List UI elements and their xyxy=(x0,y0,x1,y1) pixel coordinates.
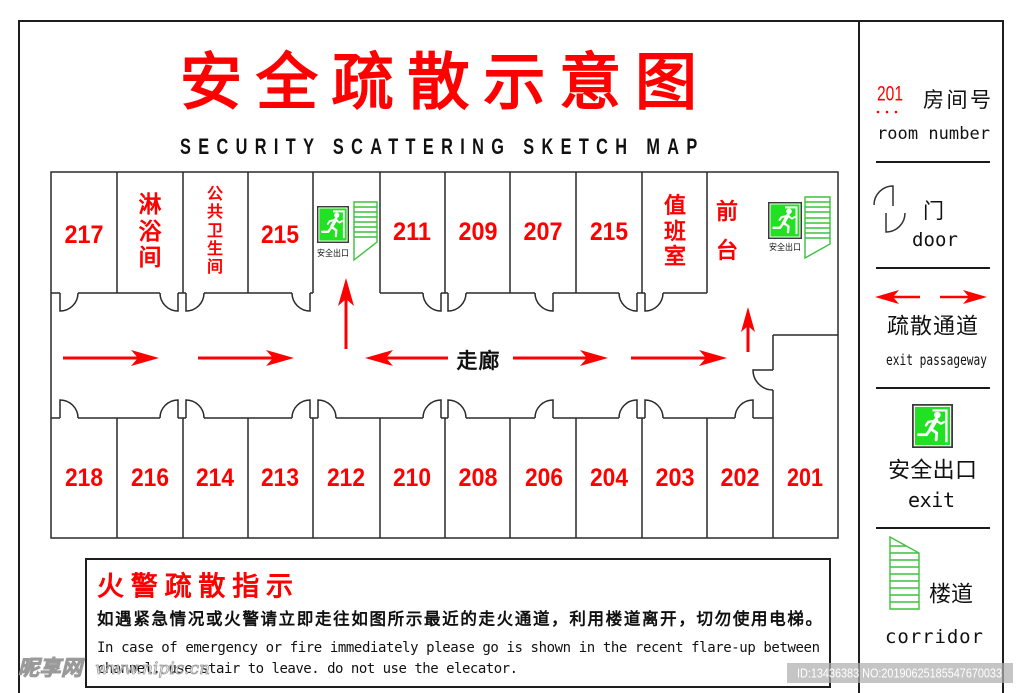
legend-room-number-sample: 201 xyxy=(877,83,903,106)
legend-room-number: 201 房间号 room number xyxy=(876,83,991,144)
room-number-bottom: 203 xyxy=(656,464,695,492)
arrow-right-icon xyxy=(631,350,727,366)
legend-stairs-zh: 楼道 xyxy=(929,583,973,608)
outer-border xyxy=(18,20,1004,693)
room-label-reception: 前台 xyxy=(715,200,738,264)
legend-door-zh: 门 xyxy=(923,199,944,223)
evacuation-arrows xyxy=(63,278,755,366)
top-room-walls xyxy=(51,172,708,294)
legend-room-number-en: room number xyxy=(877,124,990,144)
arrow-right-icon xyxy=(198,350,294,366)
watermarks: 昵享网 www.nipic.cn ID:13436383 NO:20190625… xyxy=(18,656,1013,683)
bottom-room-walls xyxy=(51,334,838,538)
watermark-id-box xyxy=(787,663,1013,683)
legend-exit-passageway: 疏散通道 exit passageway xyxy=(875,290,987,369)
room-number-bottom: 206 xyxy=(525,464,563,492)
arrow-right-icon xyxy=(513,350,608,366)
safety-exit-west: 安全出口 xyxy=(317,201,378,262)
watermark-logo: 昵享网 xyxy=(18,656,85,680)
legend-passageway-en: exit passageway xyxy=(886,351,987,369)
legend-exit-en: exit xyxy=(908,488,955,512)
page-subtitle: SECURITY SCATTERING SKETCH MAP xyxy=(180,134,697,159)
page-title: 安全疏散示意图 xyxy=(180,46,697,119)
exit-label: 安全出口 xyxy=(769,242,801,253)
room-number-top: 207 xyxy=(524,218,563,246)
legend-stairs-en: corridor xyxy=(885,626,983,648)
safety-exit-east: 安全出口 xyxy=(768,196,831,260)
room-number-bottom: 202 xyxy=(721,464,760,492)
door-icon xyxy=(873,185,906,233)
sheet-frame xyxy=(18,20,1004,693)
dot-icon xyxy=(894,110,898,114)
legend-door: 门 door xyxy=(873,185,958,251)
legend-exit: 安全出口 exit xyxy=(888,405,977,512)
watermark-url: www.nipic.cn xyxy=(95,659,210,679)
legend-panel: 201 房间号 room number 门 door 疏散通道 exit pas… xyxy=(873,83,991,648)
room-number-top: 211 xyxy=(393,218,431,246)
room-number-bottom: 204 xyxy=(590,464,628,492)
exit-sign-icon xyxy=(317,206,349,243)
room-number-bottom: 214 xyxy=(196,464,234,492)
fire-notice-heading: 火警疏散指示 xyxy=(97,571,293,603)
room-label-shower: 淋浴间 xyxy=(138,192,162,271)
exit-sign-icon xyxy=(913,405,952,447)
exit-sign-icon xyxy=(768,202,802,239)
watermark-id: ID:13436383 NO:20190625185547670033 xyxy=(797,666,1002,681)
fire-notice-border xyxy=(85,558,831,688)
dot-icon xyxy=(876,110,880,114)
corridor-label: 走廊 xyxy=(457,349,500,373)
arrow-left-icon xyxy=(365,350,448,366)
legend-passageway-zh: 疏散通道 xyxy=(887,315,978,340)
room-label-duty-room: 值班室 xyxy=(663,194,686,270)
legend-room-number-zh: 房间号 xyxy=(923,88,991,112)
stairs-icon xyxy=(353,201,378,262)
top-room-doors xyxy=(59,292,664,312)
title-block: 安全疏散示意图 SECURITY SCATTERING SKETCH MAP xyxy=(180,46,697,160)
exit-label: 安全出口 xyxy=(317,248,349,259)
room-number-top: 215 xyxy=(261,221,299,249)
arrow-up-icon xyxy=(741,307,755,352)
room-number-bottom: 216 xyxy=(131,464,169,492)
dot-icon xyxy=(885,110,889,114)
room-number-top: 217 xyxy=(65,221,104,249)
bottom-room-doors xyxy=(59,369,774,419)
room-number-bottom: 213 xyxy=(261,464,299,492)
legend-door-en: door xyxy=(912,229,958,251)
room-number-bottom: 208 xyxy=(459,464,498,492)
room-number-top: 209 xyxy=(459,218,498,246)
room-number-bottom: 201 xyxy=(787,464,823,492)
legend-stairs: 楼道 corridor xyxy=(885,535,983,648)
stairs-icon xyxy=(804,196,831,260)
stairs-icon xyxy=(889,535,920,610)
room-number-bottom: 218 xyxy=(65,464,103,492)
fire-notice-en-line-1: In case of emergency or fire immediately… xyxy=(97,640,820,656)
floor-plan: 217 215 211 209 207 215 218 216 214 213 … xyxy=(50,171,839,539)
fire-notice-en-line-2: channel. use stair to leave. do not use … xyxy=(97,661,518,677)
room-number-top: 215 xyxy=(590,218,628,246)
room-number-bottom: 210 xyxy=(393,464,431,492)
arrow-up-icon xyxy=(338,278,354,349)
double-arrow-icon xyxy=(875,290,987,304)
fire-notice-zh: 如遇紧急情况或火警请立即走往如图所示最近的走火通道，利用楼道离开，切勿使用电梯。 xyxy=(97,609,822,629)
legend-exit-zh: 安全出口 xyxy=(888,459,977,484)
arrow-right-icon xyxy=(63,350,159,366)
room-label-public-toilet: 公共卫生间 xyxy=(206,184,223,276)
room-number-bottom: 212 xyxy=(327,464,365,492)
